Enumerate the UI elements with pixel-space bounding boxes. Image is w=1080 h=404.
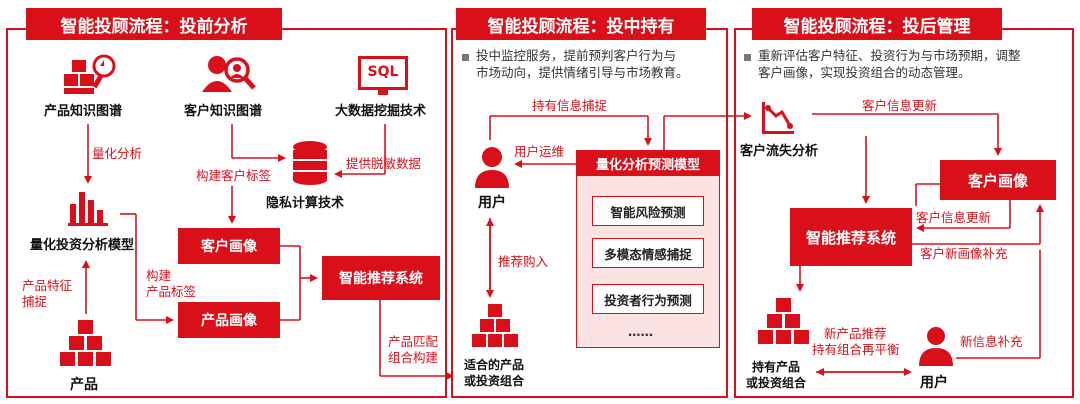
holding-product-boxes-icon (758, 298, 809, 344)
provide-data-label: 提供脱敏数据 (346, 156, 422, 171)
privacy-computing-label: 隐私计算技术 (266, 196, 345, 211)
hold-capture-label: 持有信息捕捉 (532, 98, 608, 113)
cust-update-label: 客户信息更新 (916, 210, 992, 225)
panel-post-investment-title: 智能投顾流程：投后管理 (752, 8, 1002, 40)
risk-prediction-box: 智能风险预测 (592, 196, 704, 226)
customer-knowledge-graph-icon (202, 56, 256, 92)
recommend-buy-label: 推荐购入 (498, 254, 549, 269)
desc-bullet (462, 54, 469, 61)
more-dots: …… (628, 324, 653, 339)
investor-behavior-box: 投资者行为预测 (592, 284, 704, 314)
desc-bullet (744, 54, 751, 61)
mid-desc-line-2: 市场动向，提供情绪引导与市场教育。 (476, 65, 689, 80)
product-feature-label-1: 产品特征 (22, 278, 73, 293)
bigdata-label: 大数据挖掘技术 (335, 104, 427, 119)
database-icon (293, 141, 327, 185)
product-portrait-box: 产品画像 (178, 302, 280, 338)
post-desc-line-1: 重新评估客户特征、投资行为与市场预期，调整 (758, 48, 1021, 63)
cust-update-top-label: 客户信息更新 (862, 98, 938, 113)
post-customer-portrait-box: 客户画像 (940, 160, 1056, 200)
customer-knowledge-graph-label: 客户知识图谱 (184, 104, 263, 119)
holding-product-label-2: 或投资组合 (746, 376, 807, 390)
post-recommend-system-box: 智能推荐系统 (790, 208, 912, 266)
panel-pre-investment-title: 智能投顾流程：投前分析 (26, 8, 282, 40)
suitable-product-label-2: 或投资组合 (464, 374, 525, 388)
suitable-product-label-1: 适合的产品 (464, 358, 525, 372)
new-info-label: 新信息补充 (960, 334, 1023, 349)
sql-text: SQL (367, 64, 399, 80)
user-label: 用户 (478, 195, 506, 211)
sql-stand (378, 90, 388, 95)
build-product-tag-label-2: 产品标签 (146, 284, 197, 299)
churn-analysis-label: 客户流失分析 (740, 144, 819, 159)
quant-model-label: 量化投资分析模型 (30, 238, 135, 253)
user-icon (475, 147, 509, 188)
product-knowledge-graph-label: 产品知识图谱 (44, 104, 123, 119)
holding-product-label-1: 持有产品 (752, 360, 801, 374)
quant-predict-model-title: 量化分析预测模型 (576, 150, 720, 176)
new-product-label-1: 新产品推荐 (824, 326, 887, 341)
user-ops-label: 用户运维 (514, 144, 565, 159)
post-desc-line-2: 客户画像，实现投资组合的动态管理。 (758, 65, 971, 80)
product-knowledge-graph-icon (64, 54, 116, 94)
customer-portrait-box: 客户画像 (178, 228, 280, 264)
emotion-capture-box: 多模态情感捕捉 (592, 238, 704, 268)
product-feature-label-2: 捕捉 (22, 294, 48, 309)
sql-database-icon: SQL (358, 56, 408, 90)
product-match-label-2: 组合构建 (388, 350, 439, 365)
product-label: 产品 (70, 377, 98, 393)
post-user-icon (919, 327, 953, 366)
bar-chart-icon (68, 192, 108, 226)
new-product-label-2: 持有组合再平衡 (812, 342, 900, 357)
build-customer-tag-label: 构建客户标签 (196, 168, 272, 183)
trend-chart-icon (762, 102, 794, 134)
mid-desc-line-1: 投中监控服务，提前预判客户行为与 (476, 48, 677, 63)
new-portrait-label: 客户新画像补充 (920, 246, 1008, 261)
post-user-label: 用户 (920, 375, 948, 391)
build-product-tag-label-1: 构建 (146, 268, 172, 283)
quant-analysis-label: 量化分析 (92, 146, 143, 161)
product-boxes-icon (60, 320, 111, 366)
panel-mid-investment-title: 智能投顾流程：投中持有 (456, 8, 706, 40)
product-match-label-1: 产品匹配 (388, 334, 439, 349)
suitable-product-boxes-icon (472, 304, 518, 347)
recommend-system-box: 智能推荐系统 (322, 256, 440, 300)
